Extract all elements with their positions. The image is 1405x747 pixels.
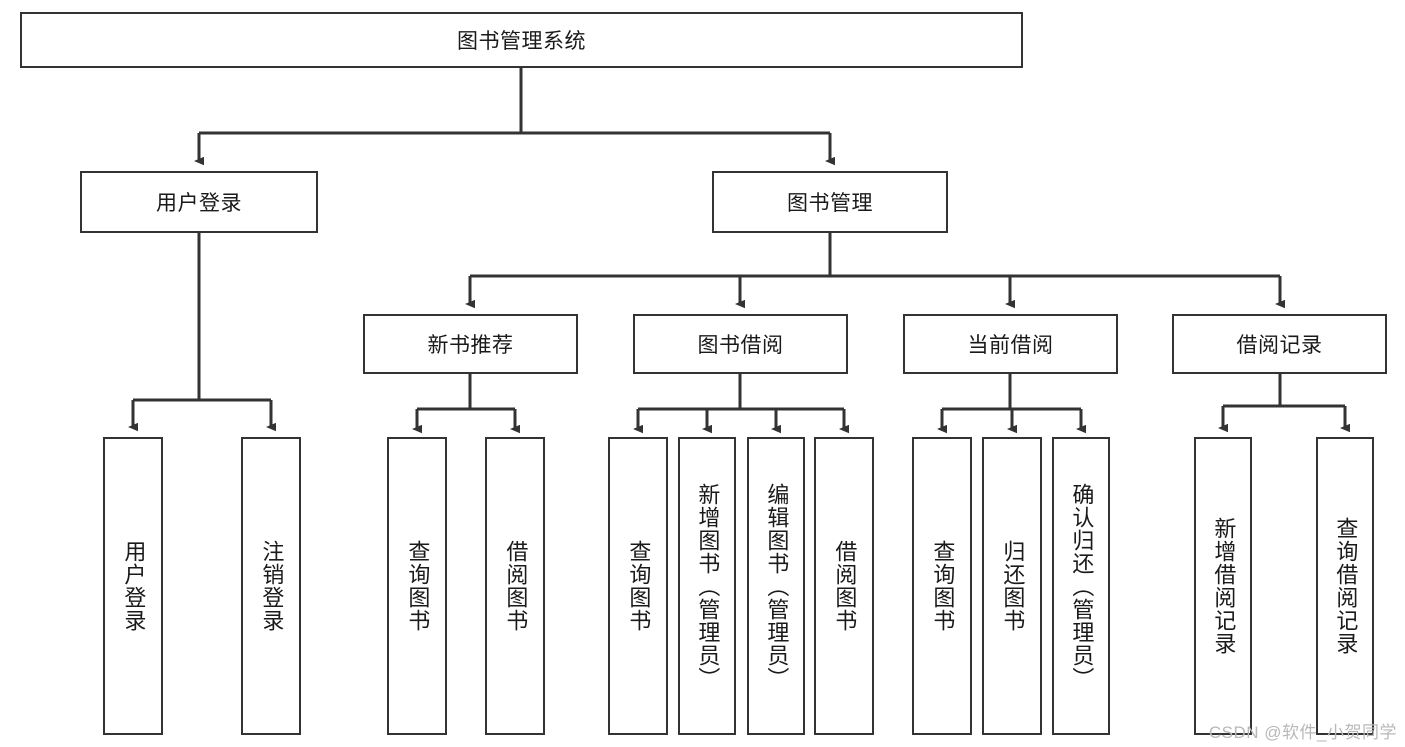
node-book-management[interactable]: 图书管理 [712,171,948,233]
leaf-add-borrow-record[interactable]: 新增借阅记录 [1194,437,1252,735]
leaf-borrow-book-label: 借阅图书 [832,540,858,632]
leaf-logout-label: 注销登录 [259,540,285,632]
leaf-return-book-label: 归还图书 [1000,540,1026,632]
leaf-query-book-recommend[interactable]: 查询图书 [387,437,447,735]
leaf-query-book-borrow[interactable]: 查询图书 [608,437,668,735]
node-current-borrow-label: 当前借阅 [967,334,1054,357]
node-new-book-recommend[interactable]: 新书推荐 [363,314,578,374]
leaf-user-login-label: 用户登录 [121,540,147,632]
leaf-query-book-recommend-label: 查询图书 [405,540,431,632]
leaf-edit-book-admin-label: 编辑图书（管理员） [764,482,790,690]
leaf-borrow-book[interactable]: 借阅图书 [814,437,874,735]
node-user-login-label: 用户登录 [156,192,242,215]
leaf-logout[interactable]: 注销登录 [241,437,301,735]
node-book-borrow[interactable]: 图书借阅 [633,314,848,374]
leaf-add-borrow-record-label: 新增借阅记录 [1211,517,1237,655]
node-user-login[interactable]: 用户登录 [80,171,318,233]
leaf-query-borrow-record[interactable]: 查询借阅记录 [1316,437,1374,735]
leaf-query-book-borrow-label: 查询图书 [626,540,652,632]
leaf-borrow-book-recommend[interactable]: 借阅图书 [485,437,545,735]
node-root[interactable]: 图书管理系统 [20,12,1023,68]
node-borrow-record[interactable]: 借阅记录 [1172,314,1387,374]
node-new-book-recommend-label: 新书推荐 [427,334,514,357]
leaf-add-book-admin-label: 新增图书（管理员） [695,482,721,690]
node-current-borrow[interactable]: 当前借阅 [903,314,1118,374]
leaf-borrow-book-recommend-label: 借阅图书 [503,540,529,632]
node-root-label: 图书管理系统 [457,30,586,53]
leaf-query-book-current-label: 查询图书 [930,540,956,632]
leaf-edit-book-admin[interactable]: 编辑图书（管理员） [747,437,805,735]
node-book-management-label: 图书管理 [787,192,873,215]
leaf-add-book-admin[interactable]: 新增图书（管理员） [678,437,736,735]
leaf-confirm-return-admin[interactable]: 确认归还（管理员） [1052,437,1110,735]
watermark-text: CSDN @软件_小贺同学 [1208,723,1397,742]
node-borrow-record-label: 借阅记录 [1236,334,1323,357]
leaf-query-book-current[interactable]: 查询图书 [912,437,972,735]
leaf-user-login[interactable]: 用户登录 [103,437,163,735]
node-book-borrow-label: 图书借阅 [697,334,784,357]
leaf-return-book[interactable]: 归还图书 [982,437,1042,735]
leaf-query-borrow-record-label: 查询借阅记录 [1333,517,1359,655]
leaf-confirm-return-admin-label: 确认归还（管理员） [1069,482,1095,690]
